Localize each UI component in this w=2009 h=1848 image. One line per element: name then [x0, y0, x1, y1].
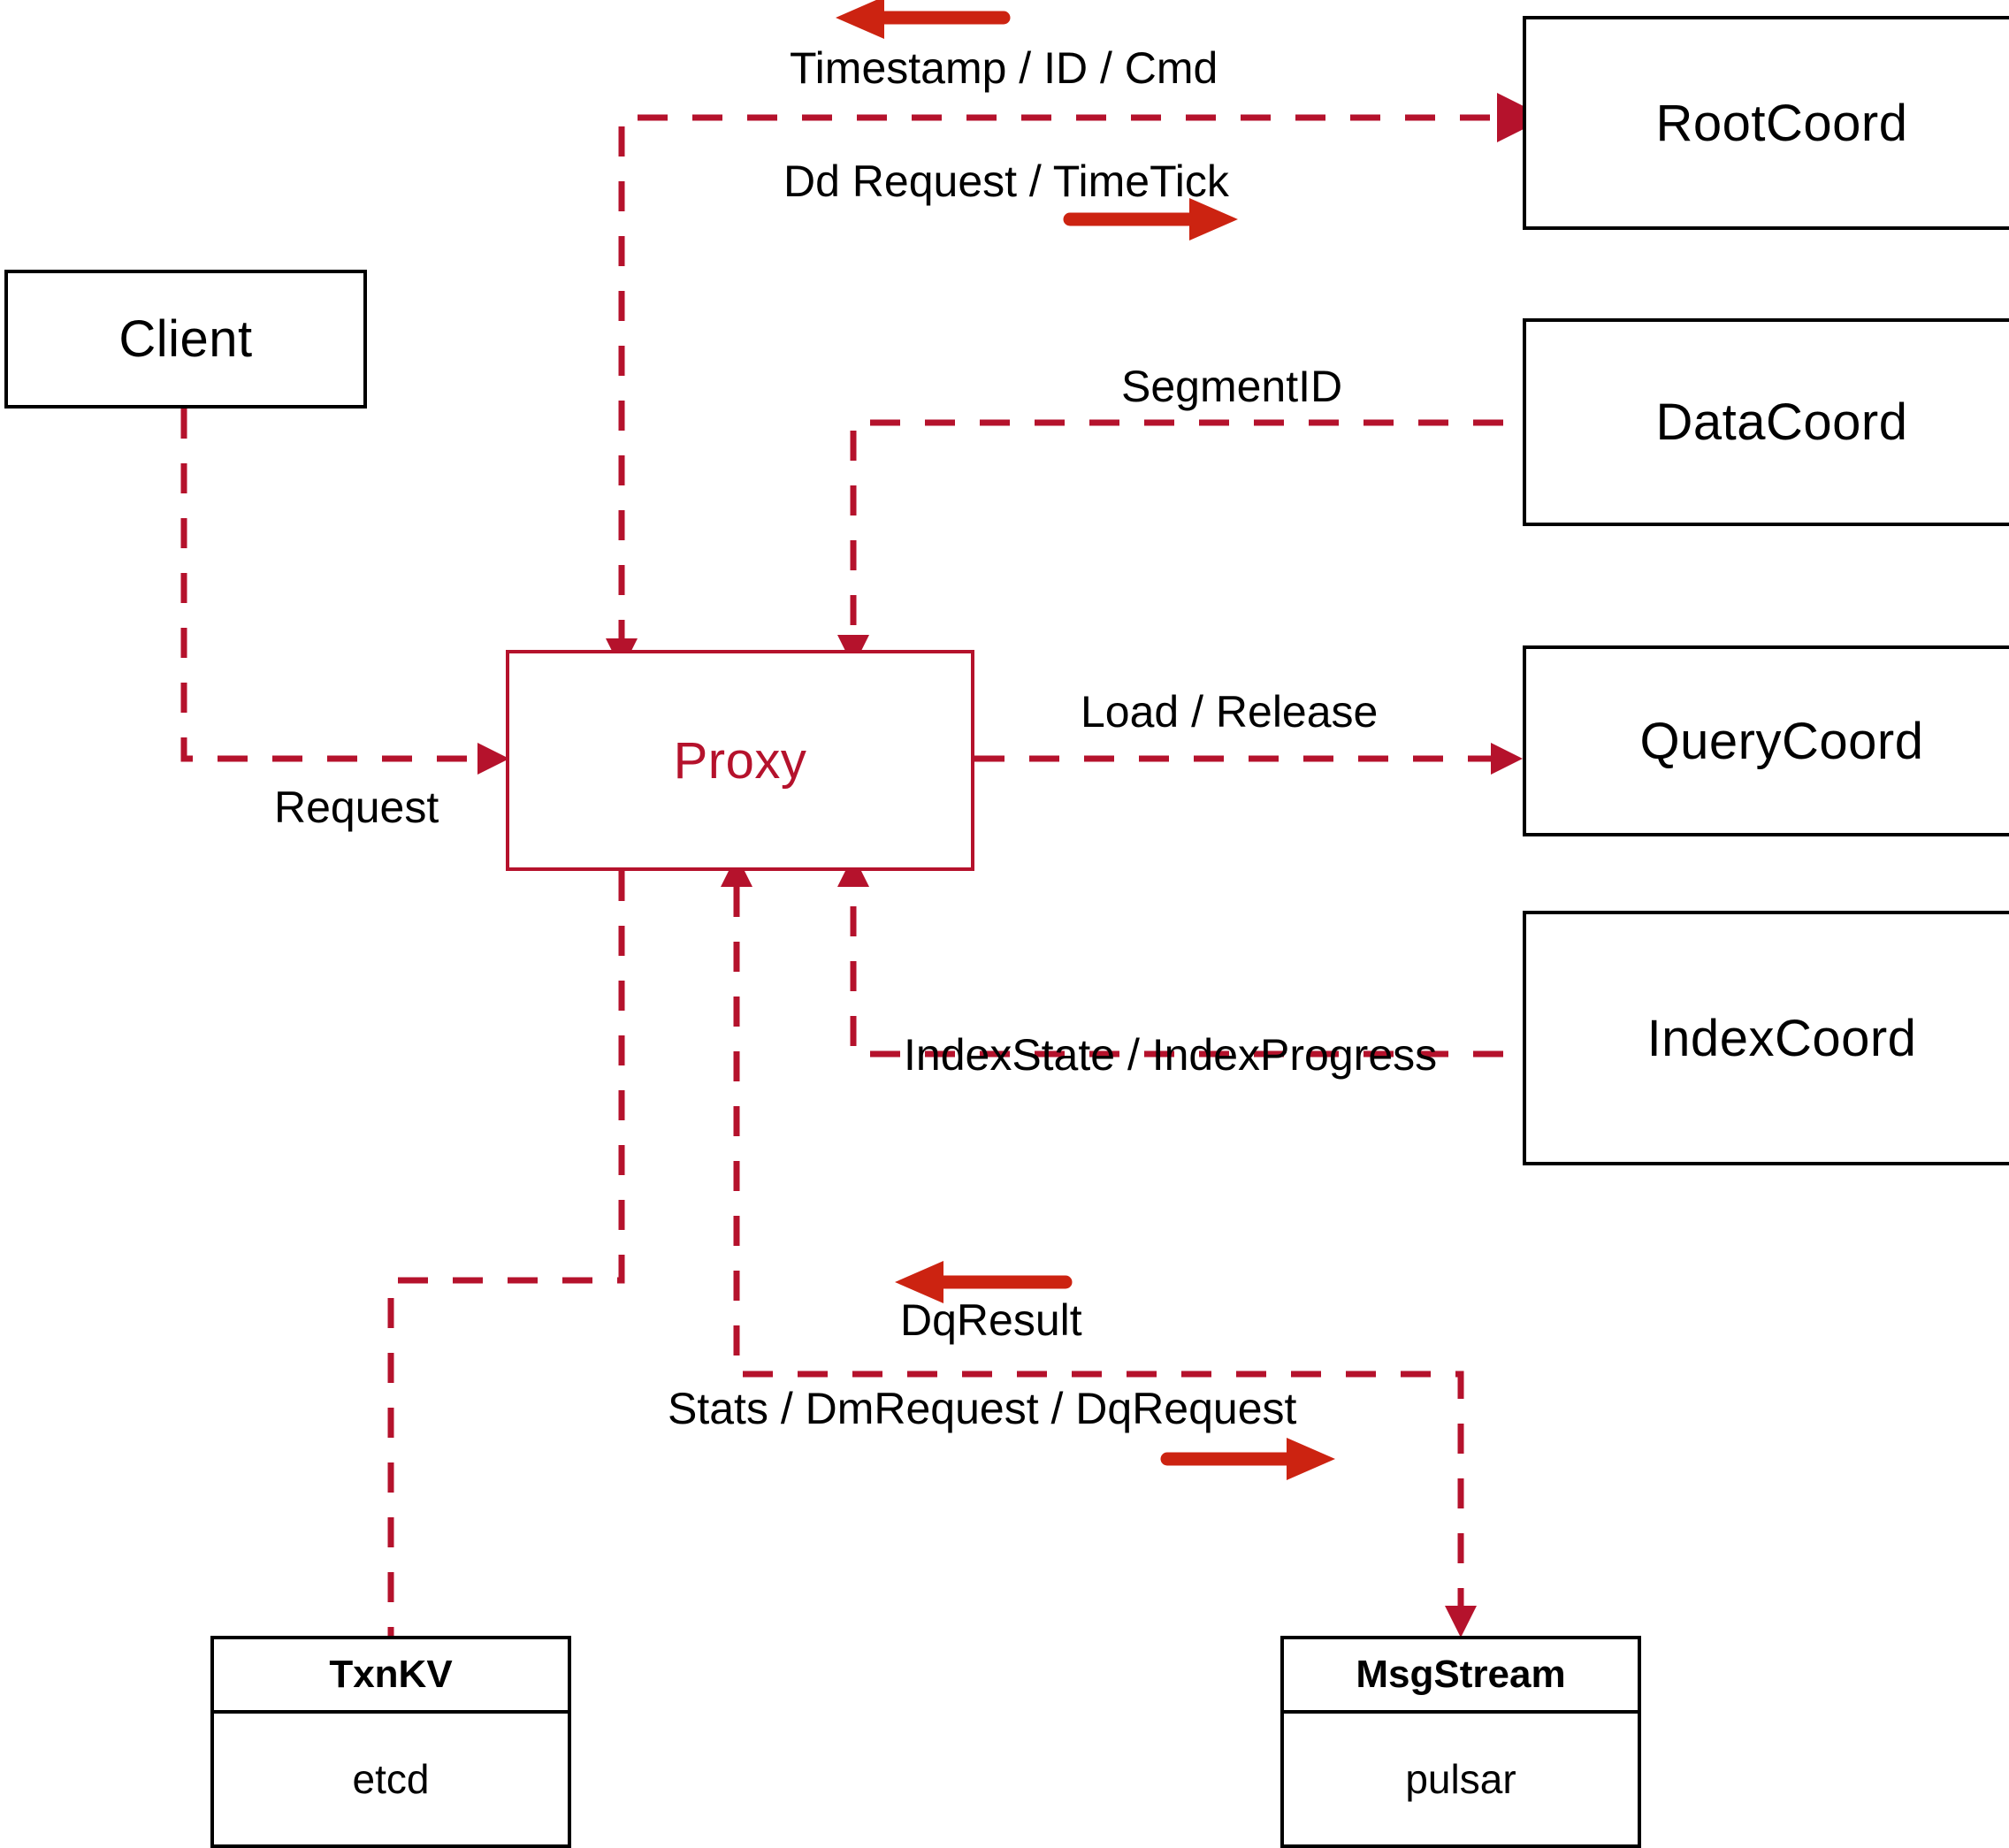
node-datacoord[interactable]: DataCoord [1523, 318, 2009, 526]
edge-proxy-to-msgstream [721, 855, 1477, 1638]
node-datacoord-label: DataCoord [1655, 393, 1908, 451]
edge-label-dqresult: DqResult [900, 1295, 1082, 1345]
dqrequest-direction-arrow [1160, 1438, 1335, 1480]
node-rootcoord[interactable]: RootCoord [1523, 16, 2009, 230]
edge-proxy-to-txnkv [387, 871, 625, 1636]
node-txnkv-header: TxnKV [214, 1639, 568, 1714]
edge-client-to-proxy [180, 409, 509, 775]
edge-indexcoord-to-proxy [837, 855, 1503, 1058]
node-txnkv-impl: etcd [352, 1756, 430, 1802]
node-client-label: Client [118, 310, 253, 368]
node-client[interactable]: Client [4, 270, 367, 409]
node-msgstream-impl: pulsar [1405, 1756, 1516, 1802]
edge-label-indexstate-indexprogress: IndexState / IndexProgress [904, 1030, 1438, 1080]
node-txnkv-body: etcd [214, 1714, 568, 1844]
node-msgstream[interactable]: MsgStream pulsar [1280, 1636, 1641, 1848]
node-querycoord-label: QueryCoord [1639, 712, 1924, 770]
edge-label-dd-request-timetick: Dd Request / TimeTick [783, 157, 1229, 206]
node-proxy[interactable]: Proxy [506, 650, 974, 871]
node-indexcoord[interactable]: IndexCoord [1523, 911, 2009, 1165]
node-msgstream-body: pulsar [1284, 1714, 1638, 1844]
timestamp-direction-arrow [836, 0, 1011, 39]
node-querycoord[interactable]: QueryCoord [1523, 645, 2009, 836]
node-proxy-label: Proxy [673, 731, 807, 790]
node-txnkv[interactable]: TxnKV etcd [210, 1636, 571, 1848]
edge-label-timestamp-id-cmd: Timestamp / ID / Cmd [790, 43, 1218, 93]
node-indexcoord-label: IndexCoord [1646, 1009, 1917, 1067]
node-rootcoord-label: RootCoord [1655, 94, 1908, 152]
ddrequest-direction-arrow [1063, 198, 1238, 241]
edge-label-load-release: Load / Release [1081, 687, 1379, 737]
edge-proxy-to-querycoord [974, 743, 1523, 775]
edge-label-request: Request [274, 783, 439, 832]
node-msgstream-title: MsgStream [1356, 1653, 1566, 1696]
edge-label-segmentid: SegmentID [1121, 362, 1343, 411]
edge-label-stats-dmrequest-dqrequest: Stats / DmRequest / DqRequest [668, 1384, 1297, 1433]
edge-datacoord-to-proxy [837, 419, 1503, 667]
node-msgstream-header: MsgStream [1284, 1639, 1638, 1714]
node-txnkv-title: TxnKV [329, 1653, 453, 1696]
dqresult-direction-arrow [895, 1261, 1073, 1303]
